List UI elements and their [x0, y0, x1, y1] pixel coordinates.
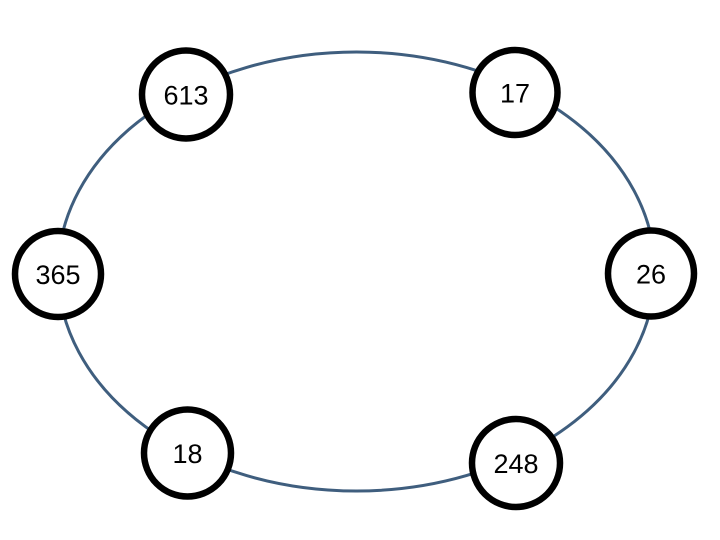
node-circle	[468, 415, 564, 511]
node-circle	[469, 46, 561, 139]
node-label: 365	[35, 260, 80, 290]
node-bottom-right: 248	[468, 415, 564, 511]
node-bottom-left: 18	[140, 406, 235, 500]
node-circle	[11, 227, 105, 321]
node-circle	[140, 406, 235, 500]
node-circle	[138, 47, 234, 142]
node-label: 248	[493, 449, 538, 479]
node-top-right: 17	[469, 46, 561, 139]
node-right: 26	[604, 227, 698, 320]
node-label: 26	[636, 260, 666, 290]
node-circle	[604, 227, 698, 320]
node-label: 613	[163, 81, 208, 111]
node-left: 365	[11, 227, 105, 321]
node-label: 18	[172, 439, 202, 469]
node-label: 17	[500, 79, 530, 109]
node-top-left: 613	[138, 47, 234, 142]
